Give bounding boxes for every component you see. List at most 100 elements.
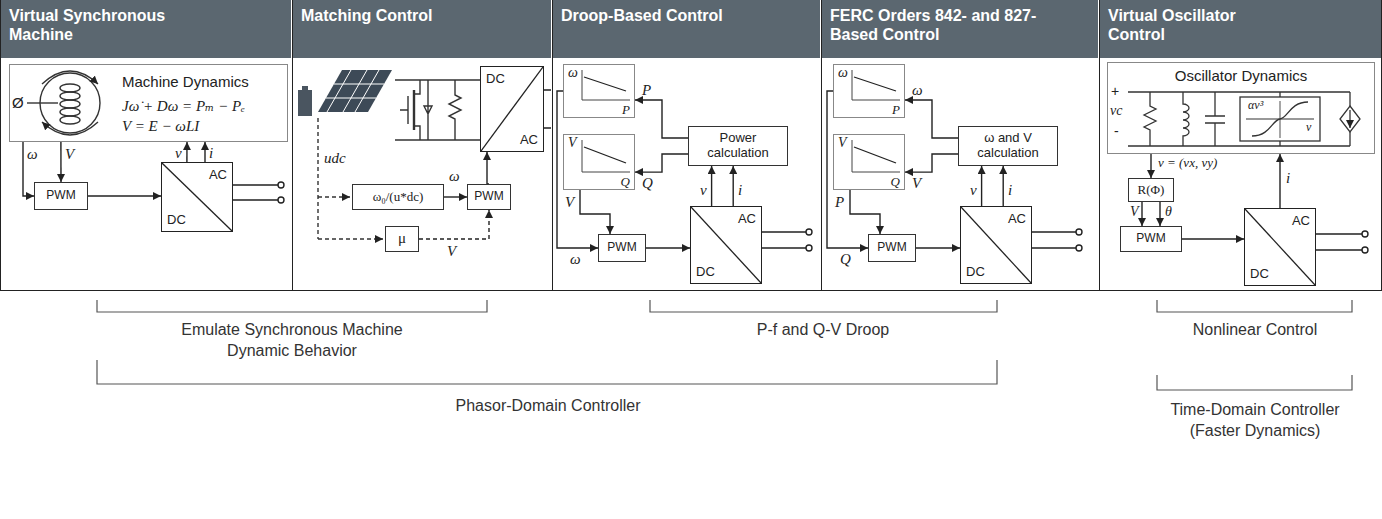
- signal-label: θ: [1165, 204, 1172, 220]
- diagonal-line: [481, 67, 543, 151]
- process-box: ω and V calculation: [958, 126, 1058, 166]
- group-label: Nonlinear Control: [1155, 320, 1355, 341]
- converter-label: DC: [696, 265, 715, 278]
- signal-arrow: [850, 190, 880, 234]
- signal-label: i: [738, 182, 742, 199]
- signal-arrow: [981, 166, 982, 206]
- signal-arrow: [419, 210, 489, 239]
- converter-box: DC AC: [1244, 208, 1316, 286]
- signal-label: Q: [642, 175, 653, 192]
- process-box: ω₀/(u*dc): [352, 184, 444, 210]
- converter-label: DC: [167, 213, 186, 226]
- signal-arrow: [646, 247, 690, 248]
- group-label: Emulate Synchronous Machine Dynamic Beha…: [162, 320, 422, 362]
- machine-symbol: [27, 71, 100, 135]
- signal-label: vc: [1110, 103, 1122, 119]
- chart-axes: [582, 70, 630, 100]
- converter-label: AC: [1292, 214, 1310, 227]
- signal-label: v: [175, 145, 182, 162]
- chart-axes: [582, 140, 630, 172]
- column-heading: Droop-Based Control: [553, 0, 821, 58]
- signal-arrow: [635, 100, 688, 138]
- signal-label: V: [1130, 204, 1139, 220]
- droop-line: [854, 77, 896, 91]
- machine-equation: Jω̇ + Dω = Pₘ − Pₑ: [122, 97, 245, 115]
- axis-label: P: [622, 103, 630, 116]
- signal-label: v: [970, 182, 977, 199]
- droop-chart: VQ: [563, 134, 635, 190]
- signal-label: +: [1111, 83, 1119, 99]
- box-label: ω and V calculation: [959, 131, 1057, 161]
- signal-arrow: [444, 196, 467, 197]
- droop-chart: VQ: [833, 134, 905, 190]
- signal-label: ω: [912, 82, 923, 99]
- signal-label: V: [912, 175, 921, 192]
- signal-arrow: [733, 166, 734, 206]
- converter-box: DCAC: [690, 206, 762, 284]
- box-label: PWM: [604, 241, 639, 255]
- signal-arrow: [905, 100, 958, 138]
- column-heading: Virtual Oscillator Control: [1100, 0, 1381, 58]
- column-heading: Virtual Synchronous Machine: [1, 0, 292, 58]
- column-panel: Matching ControlDCACω₀/(u*dc)PWMμ: [293, 0, 553, 291]
- measurement-dashed-lines: [318, 118, 383, 239]
- box-label: PWM: [1133, 232, 1168, 246]
- signal-label: Q: [840, 251, 851, 268]
- signal-label: ω: [27, 146, 38, 163]
- box-label: PWM: [43, 189, 78, 203]
- signal-label: ω: [449, 168, 460, 185]
- dc-link-circuit: [395, 80, 480, 140]
- column-panel: Droop-Based Control ωP VQ Power calculation…: [553, 0, 822, 291]
- group-label: Time-Domain Controller (Faster Dynamics): [1150, 400, 1360, 442]
- signal-arrow: [487, 152, 489, 184]
- diagonal-line: [691, 207, 761, 283]
- converter-label: DC: [966, 265, 985, 278]
- signal-arrow: [88, 195, 161, 196]
- signal-arrow: [1279, 154, 1280, 208]
- process-box: Power calculation: [688, 126, 788, 166]
- signal-arrow: [1003, 166, 1004, 206]
- column-heading: Matching Control: [293, 0, 552, 58]
- axis-label: ω: [838, 66, 848, 80]
- machine-dynamics-box: Machine DynamicsJω̇ + Dω = Pₘ − Pₑ V = E …: [9, 64, 288, 142]
- signal-arrow: [1150, 154, 1151, 178]
- diagonal-line: [162, 163, 232, 231]
- output-terminals: [232, 90, 1368, 253]
- signal-label: αv³: [1248, 99, 1263, 113]
- process-box: PWM: [868, 234, 916, 262]
- process-box: PWM: [598, 234, 646, 262]
- droop-chart: ωP: [563, 64, 635, 118]
- signal-label: V: [447, 243, 456, 260]
- signal-label: Ø: [12, 94, 24, 111]
- signal-label: P: [642, 82, 651, 99]
- signal-arrow: [711, 166, 712, 206]
- box-label: PWM: [874, 241, 909, 255]
- signal-label: i: [209, 145, 213, 162]
- machine-equation: V = E − ωLI: [122, 118, 199, 135]
- box-label: ω₀/(u*dc): [370, 190, 427, 205]
- signal-arrow: [60, 142, 61, 182]
- machine-title: Machine Dynamics: [122, 73, 249, 90]
- signal-arrow: [186, 142, 188, 162]
- group-label: P-f and Q-V Droop: [703, 320, 943, 341]
- droop-line: [584, 147, 626, 163]
- axis-label: Q: [891, 175, 900, 188]
- pv-battery-icon: [298, 70, 392, 116]
- signal-label: i: [1286, 170, 1290, 187]
- chart-axes: [852, 140, 900, 172]
- box-label: μ: [395, 230, 409, 247]
- droop-chart: ωP: [833, 64, 905, 118]
- signal-arrow: [905, 154, 958, 172]
- signal-label: v: [1306, 121, 1311, 135]
- signal-label: udc: [324, 150, 346, 167]
- process-box: PWM: [467, 184, 511, 210]
- axis-label: V: [838, 136, 847, 150]
- signal-label: v = (vx, vy): [1158, 156, 1217, 171]
- converter-label: DC: [1250, 267, 1269, 280]
- process-box: PWM: [1120, 226, 1182, 252]
- signal-label: P: [835, 194, 844, 211]
- box-label: R(Φ): [1135, 183, 1168, 198]
- signal-arrow: [204, 142, 205, 162]
- group-label: Phasor-Domain Controller: [398, 396, 698, 417]
